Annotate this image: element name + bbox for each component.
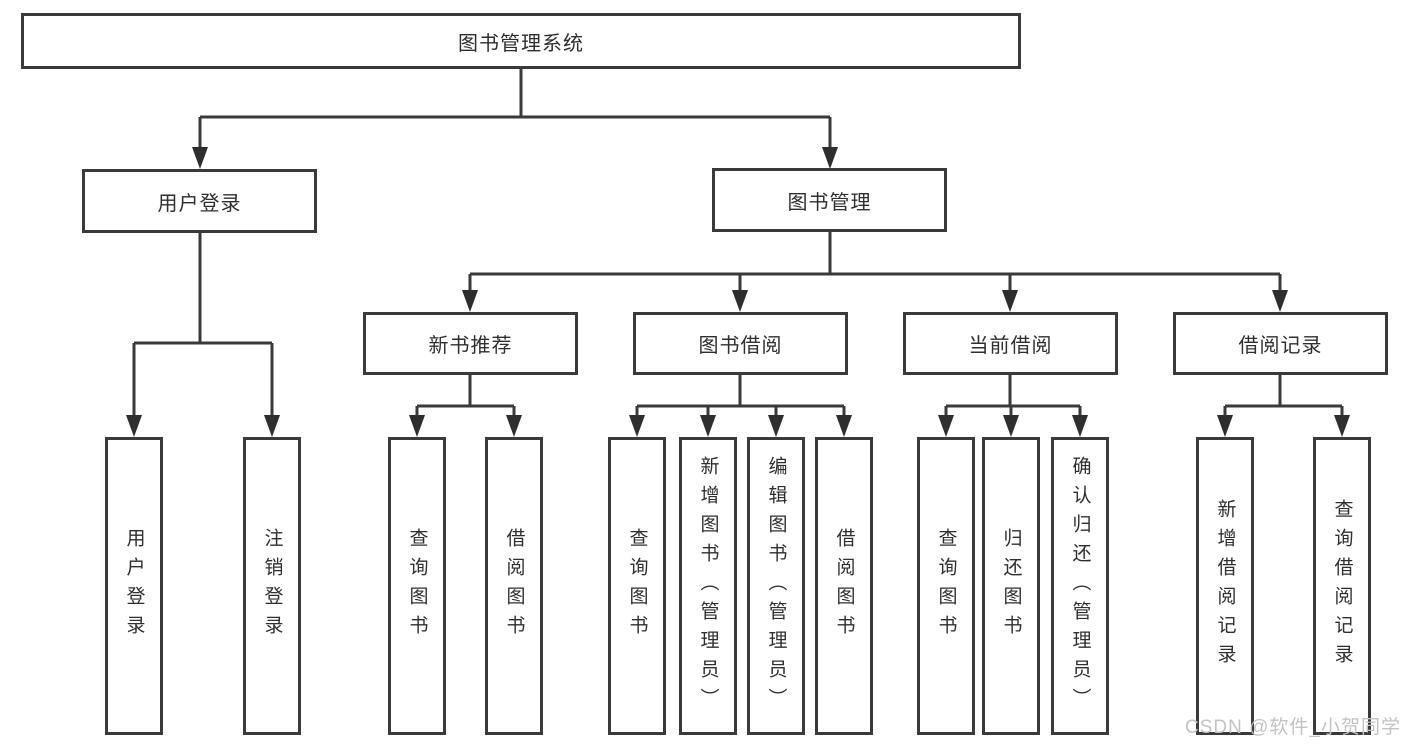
- arrow-down-icon: [629, 415, 645, 437]
- leaf-return-book: 归还图书: [982, 437, 1040, 735]
- connector-book-management: [468, 232, 1282, 293]
- arrow-down-icon: [264, 415, 280, 437]
- connector-borrow-records: [1223, 375, 1344, 418]
- node-user-login: 用户登录: [82, 169, 317, 233]
- leaf-add-borrow-record: 新增借阅记录: [1196, 437, 1254, 735]
- leaf-confirm-return-admin: 确认归还（管理员）: [1051, 437, 1109, 735]
- leaf-user-login: 用户登录: [105, 437, 163, 735]
- leaf-query-book-current: 查询图书: [917, 437, 975, 735]
- arrow-down-icon: [462, 290, 478, 312]
- node-current-borrow: 当前借阅: [903, 312, 1118, 375]
- arrow-down-icon: [1003, 415, 1019, 437]
- node-root: 图书管理系统: [21, 13, 1021, 69]
- arrow-down-icon: [1002, 290, 1018, 312]
- connector-book-borrow: [635, 375, 846, 418]
- leaf-borrow-book: 借阅图书: [815, 437, 873, 735]
- arrow-down-icon: [938, 415, 954, 437]
- connector-root: [198, 69, 832, 150]
- leaf-query-book-borrow: 查询图书: [608, 437, 666, 735]
- leaf-query-book-recommend: 查询图书: [388, 437, 446, 735]
- arrow-down-icon: [1072, 415, 1088, 437]
- arrow-down-icon: [700, 415, 716, 437]
- arrowheads: [126, 147, 1350, 437]
- leaf-query-borrow-record: 查询借阅记录: [1313, 437, 1371, 735]
- leaf-logout: 注销登录: [243, 437, 301, 735]
- leaf-edit-book-admin: 编辑图书（管理员）: [747, 437, 805, 735]
- arrow-down-icon: [409, 415, 425, 437]
- arrow-down-icon: [822, 147, 838, 169]
- arrow-down-icon: [1272, 290, 1288, 312]
- node-borrow-records: 借阅记录: [1173, 312, 1388, 375]
- connector-user-login: [132, 233, 274, 418]
- node-book-borrow: 图书借阅: [633, 312, 848, 375]
- arrow-down-icon: [192, 147, 208, 169]
- arrow-down-icon: [768, 415, 784, 437]
- connector-new-book-recommend: [415, 375, 516, 418]
- arrow-down-icon: [836, 415, 852, 437]
- node-book-management: 图书管理: [712, 168, 947, 232]
- arrow-down-icon: [126, 415, 142, 437]
- arrow-down-icon: [1217, 415, 1233, 437]
- arrow-down-icon: [732, 290, 748, 312]
- node-new-book-recommend: 新书推荐: [363, 312, 578, 375]
- connector-current-borrow: [944, 375, 1082, 418]
- leaf-add-book-admin: 新增图书（管理员）: [679, 437, 737, 735]
- leaf-borrow-book-recommend: 借阅图书: [485, 437, 543, 735]
- arrow-down-icon: [1334, 415, 1350, 437]
- arrow-down-icon: [506, 415, 522, 437]
